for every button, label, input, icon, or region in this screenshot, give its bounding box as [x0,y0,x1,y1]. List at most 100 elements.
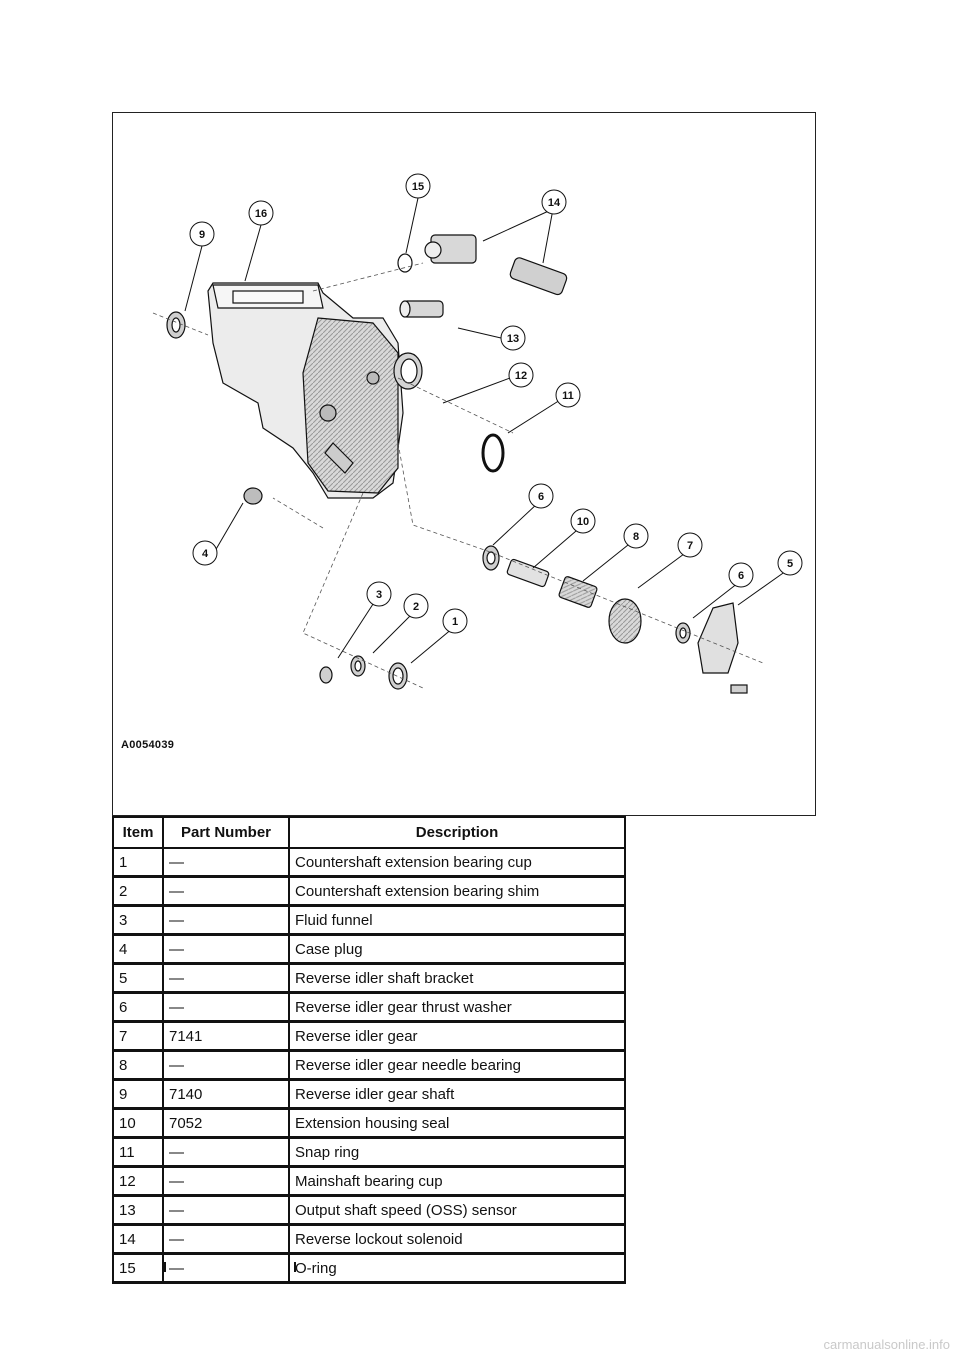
part-number-cell: — [162,1137,290,1168]
description-cell: Snap ring [288,1137,626,1168]
transmission-case [207,282,404,499]
stub-line [112,1262,114,1272]
item-cell: 3 [112,905,164,936]
item-cell: 1 [112,848,164,878]
description-cell: Reverse idler shaft bracket [288,963,626,994]
callout-14 [482,189,567,264]
item-cell: 7 [112,1021,164,1052]
callout-15 [405,173,431,254]
callout-11 [507,382,581,434]
description-cell: Output shaft speed (OSS) sensor [288,1195,626,1226]
table-row: 13—Output shaft speed (OSS) sensor [112,1195,626,1226]
callout-12 [442,362,534,404]
case-parts [166,234,748,694]
part-number-cell: — [162,992,290,1023]
callout-2 [372,593,429,654]
callout-8 [582,523,649,582]
description-cell: Countershaft extension bearing cup [288,848,626,878]
table-row: 15—O-ring [112,1253,626,1284]
callout-label: 14 [548,197,561,209]
stub-line [294,1262,296,1272]
callout-6b [692,562,754,619]
table-row: 14—Reverse lockout solenoid [112,1224,626,1255]
figure-id-label: A0054039 [121,739,175,751]
parts-table: Item Part Number Description 1—Countersh… [112,816,626,1284]
item-cell: 2 [112,876,164,907]
table-row: 11—Snap ring [112,1137,626,1168]
callout-13 [457,325,526,351]
callout-label: 11 [562,390,574,402]
description-cell: Countershaft extension bearing shim [288,876,626,907]
table-row: 2—Countershaft extension bearing shim [112,876,626,907]
description-cell: O-ring [288,1253,626,1284]
part-number-cell: — [162,1224,290,1255]
callout-5 [737,550,803,606]
part-number-cell: — [162,1166,290,1197]
callout-label: 6 [738,570,744,582]
item-cell: 4 [112,934,164,965]
item-cell: 13 [112,1195,164,1226]
part-number-cell: 7140 [162,1079,290,1110]
header-part-number: Part Number [162,816,290,849]
part-number-cell: — [162,1195,290,1226]
callout-label: 4 [202,548,209,560]
table-row: 3—Fluid funnel [112,905,626,936]
item-cell: 11 [112,1137,164,1168]
item-cell: 6 [112,992,164,1023]
description-cell: Mainshaft bearing cup [288,1166,626,1197]
watermark: carmanualsonline.info [823,1337,950,1352]
callout-9 [532,508,596,569]
callout-label: 8 [633,531,639,543]
item-cell: 15 [112,1253,164,1284]
description-cell: Reverse idler gear [288,1021,626,1052]
item-cell: 5 [112,963,164,994]
table-row: 12—Mainshaft bearing cup [112,1166,626,1197]
table-row: 8—Reverse idler gear needle bearing [112,1050,626,1081]
callout-6a [492,483,554,546]
part-number-cell: — [162,905,290,936]
part-number-cell: 7052 [162,1108,290,1139]
description-cell: Reverse idler gear thrust washer [288,992,626,1023]
description-cell: Fluid funnel [288,905,626,936]
header-item: Item [112,816,164,849]
table-row: 5—Reverse idler shaft bracket [112,963,626,994]
part-number-cell: — [162,934,290,965]
part-number-cell: — [162,1253,290,1284]
assembly-lines [152,262,764,689]
callout-label: 6 [538,491,544,503]
callout-4 [192,502,244,566]
callout-label: 2 [413,601,419,613]
description-cell: Reverse lockout solenoid [288,1224,626,1255]
stub-line [164,1262,166,1272]
callout-label: 7 [687,540,693,552]
callout-label: 16 [255,208,267,220]
callout-16 [244,200,274,282]
description-cell: Extension housing seal [288,1108,626,1139]
description-cell: Case plug [288,934,626,965]
part-number-cell: — [162,1050,290,1081]
callout-7 [637,532,703,589]
callout-bubbles [184,173,803,664]
table-row: 6—Reverse idler gear thrust washer [112,992,626,1023]
item-cell: 8 [112,1050,164,1081]
callout-label: 5 [787,558,793,570]
part-number-cell: — [162,876,290,907]
description-cell: Reverse idler gear needle bearing [288,1050,626,1081]
callout-label: 12 [515,370,527,382]
item-cell: 9 [112,1079,164,1110]
table-continuation [112,1262,626,1272]
callout-label: 9 [199,229,205,241]
table-header-row: Item Part Number Description [112,816,626,849]
header-description: Description [288,816,626,849]
callout-label: 3 [376,589,382,601]
callout-label: 15 [412,181,424,193]
table-row: 1—Countershaft extension bearing cup [112,848,626,878]
callout-label: 1 [452,616,458,628]
callout-label: 13 [507,333,519,345]
callout-label: 10 [577,516,589,528]
item-cell: 14 [112,1224,164,1255]
